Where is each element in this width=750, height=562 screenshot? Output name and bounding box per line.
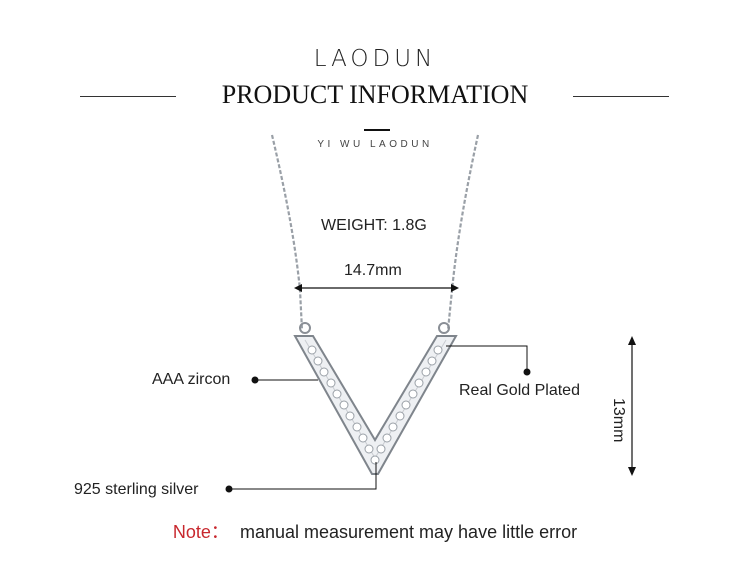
subtitle: YI WU LAODUN [317,139,433,150]
height-dimension [628,336,636,476]
measurement-note: Note： manual measurement may have little… [0,518,750,544]
height-label: 13mm [610,398,627,443]
zircon-label: AAA zircon [152,371,231,388]
plating-label: Real Gold Plated [459,382,580,399]
page-title: PRODUCT INFORMATION [221,80,529,109]
note-label: Note： [172,522,229,542]
callout-zircon [251,376,318,384]
title-rule-right [573,96,669,97]
jump-ring-left [299,322,311,334]
chain-right [446,134,480,331]
brand-name: LAODUN [313,46,437,72]
v-pendant [293,335,458,475]
metal-label: 925 sterling silver [74,481,199,498]
callout-silver [225,462,377,493]
note-text: manual measurement may have little error [239,522,578,542]
jump-ring-right [438,322,450,334]
callout-gold [446,345,531,376]
width-label: 14.7mm [344,262,402,279]
chain-left [270,134,304,331]
weight-label: WEIGHT: 1.8G [321,217,427,234]
subtitle-rule [364,129,390,131]
width-dimension [294,284,459,292]
title-rule-left [80,96,176,97]
